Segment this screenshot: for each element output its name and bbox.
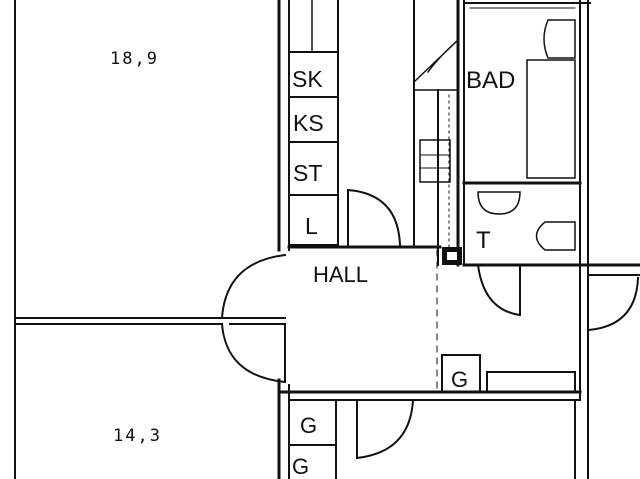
area-label-bottom-left: 14,3: [113, 426, 162, 446]
closet-label-l: L: [305, 213, 318, 239]
closet-label-g-hall: G: [451, 367, 468, 392]
shaft-post-hole: [447, 252, 457, 260]
closet-label-sk: SK: [292, 66, 323, 92]
living-door-upper-arc: [220, 253, 287, 319]
closet-label-ks: KS: [293, 110, 324, 136]
closet-label-g-upper: G: [300, 413, 317, 438]
shaft-door-swing: [412, 38, 460, 84]
bathtub: [526, 59, 576, 179]
entrance-door-arc: [586, 276, 640, 332]
toilet-basin: [477, 191, 521, 215]
lower-closet-door-arc: [356, 398, 415, 460]
hall-counter: [486, 371, 576, 393]
closet-door-arc: [347, 188, 402, 247]
doors: [220, 38, 640, 460]
room-label-hall: HALL: [313, 262, 368, 287]
hall-g-cabinet: [441, 354, 481, 393]
closet-label-g-lower: G: [292, 454, 309, 479]
living-door-lower-arc: [220, 322, 286, 384]
shaft-box: [419, 139, 451, 183]
area-label-top-left: 18,9: [110, 49, 159, 69]
toilet-bowl: [535, 221, 576, 251]
room-label-bad: BAD: [466, 67, 515, 94]
closet-label-st: ST: [293, 160, 322, 186]
walls: [14, 0, 640, 479]
toilet-door-arc: [476, 263, 521, 317]
room-label-toilet: T: [476, 227, 491, 254]
bath-sink: [543, 19, 576, 59]
